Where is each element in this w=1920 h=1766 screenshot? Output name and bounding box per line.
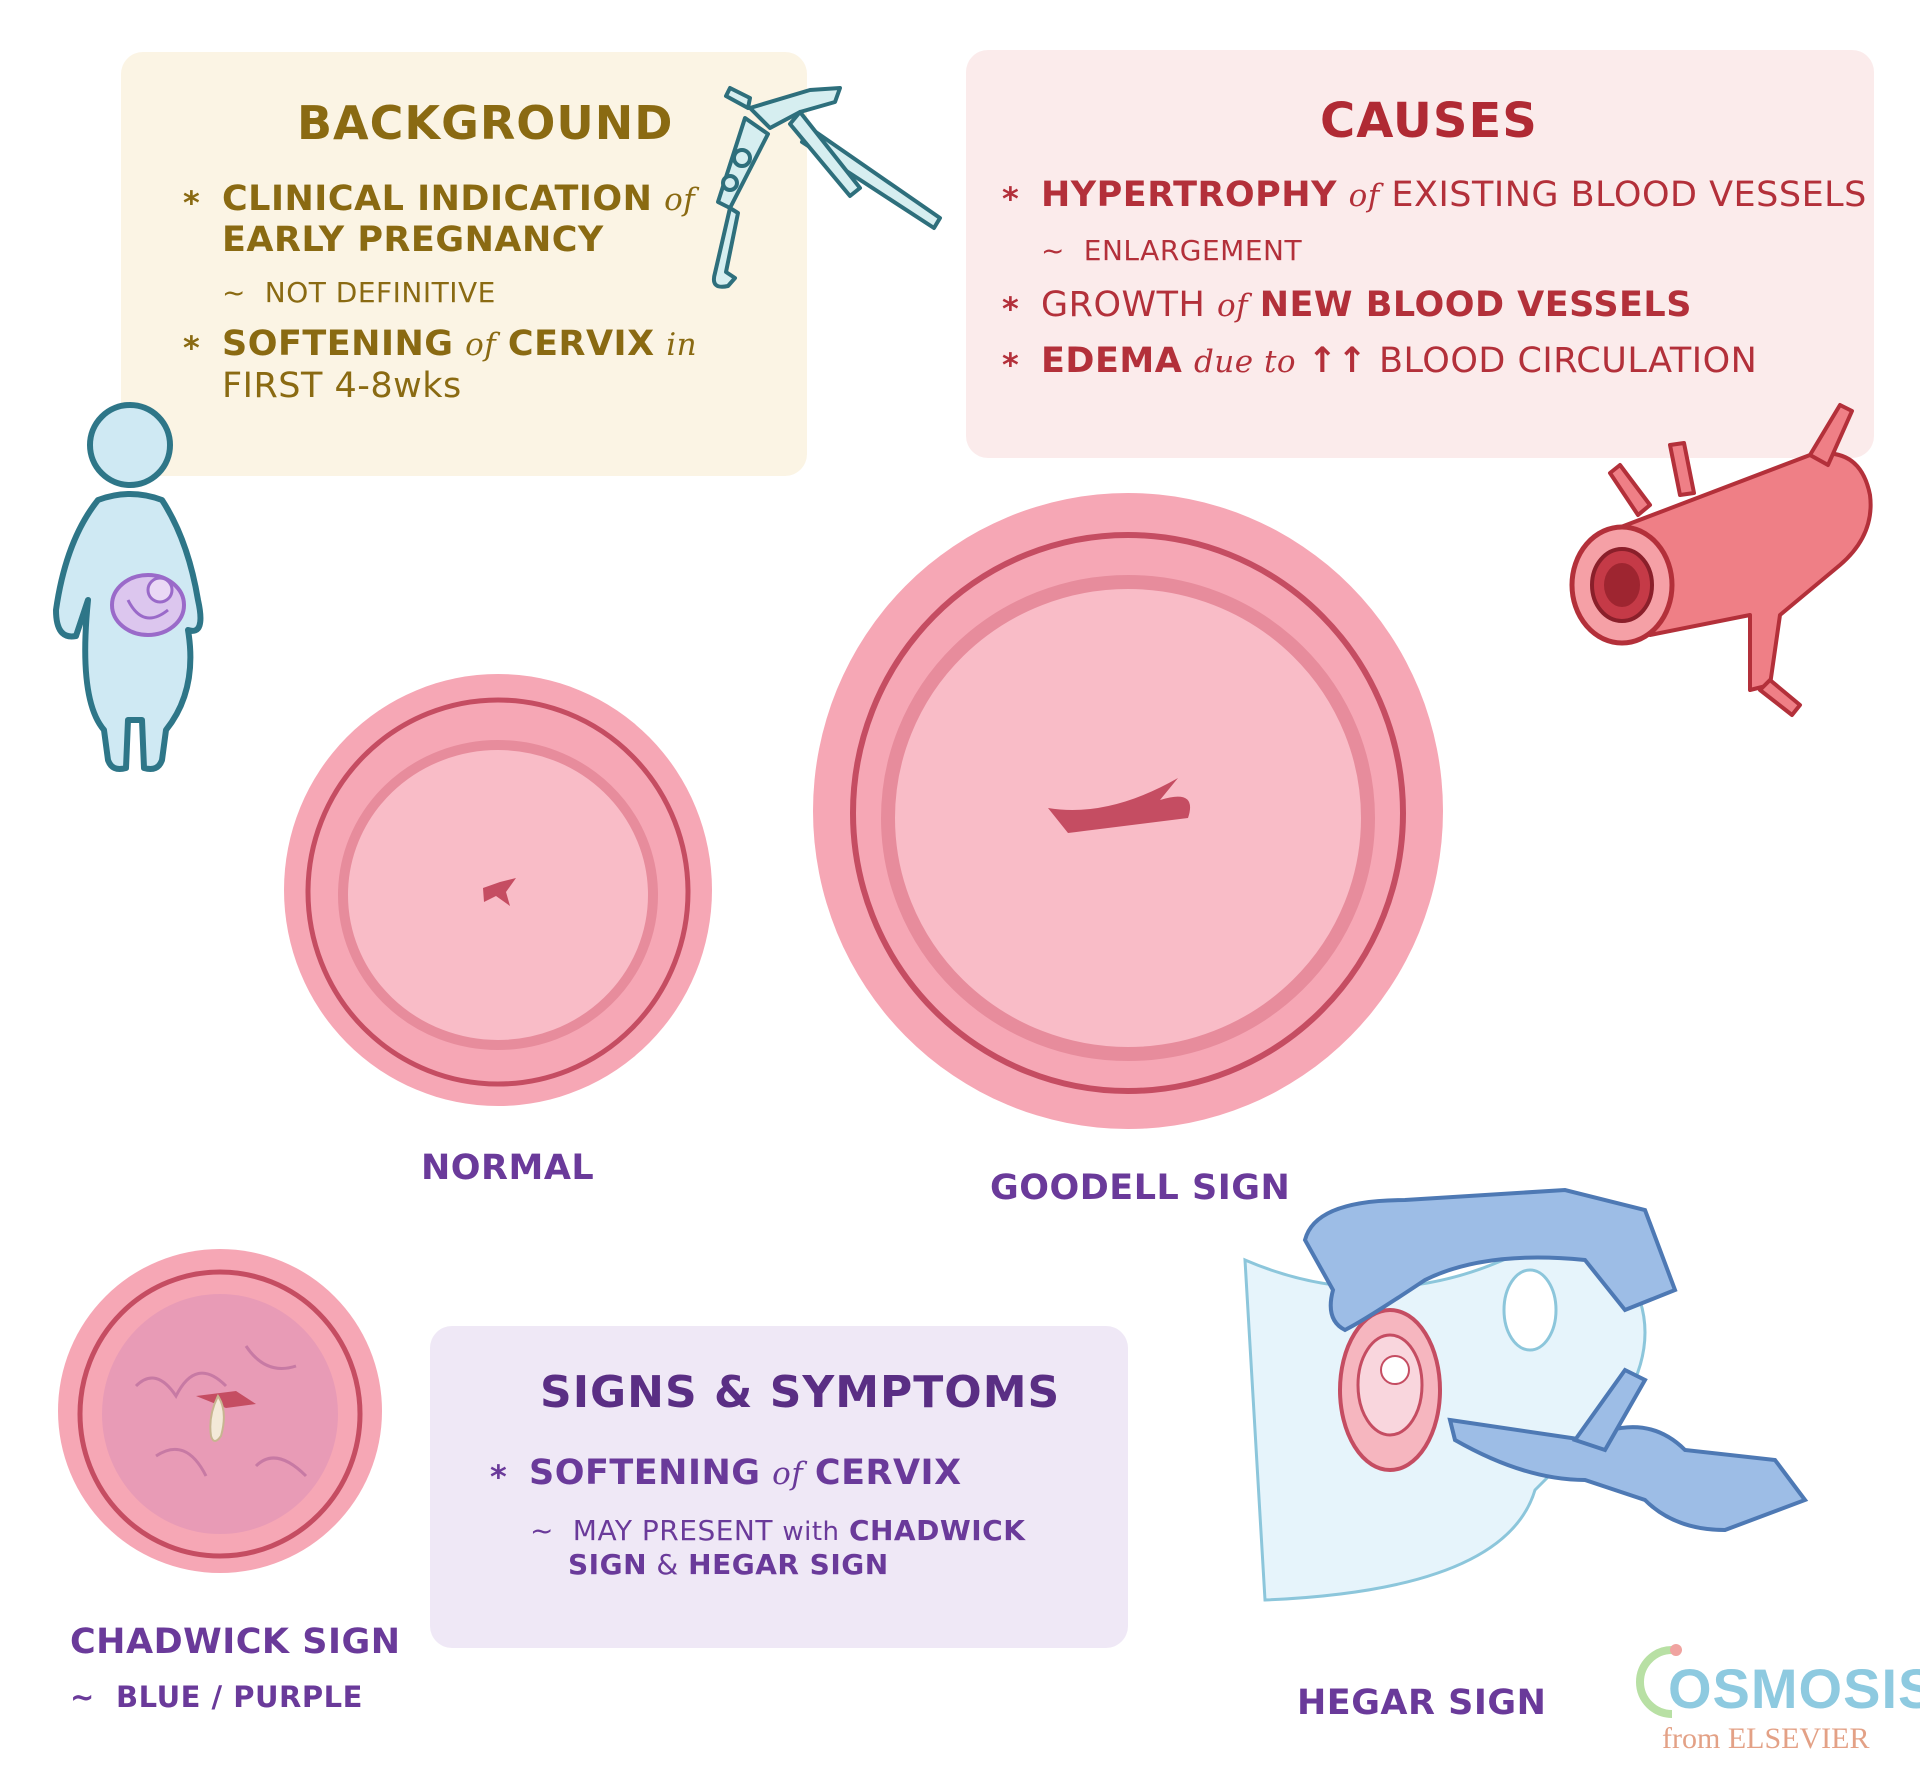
background-item-2-bold2: CERVIX: [507, 324, 655, 364]
background-item-1-line2: EARLY PREGNANCY: [222, 220, 604, 260]
tilde: ~: [222, 276, 246, 309]
signs-panel: [430, 1326, 1128, 1648]
speculum-icon: [711, 86, 942, 289]
signs-sub-amp: &: [656, 1548, 679, 1581]
background-title: BACKGROUND: [297, 96, 674, 150]
background-item-1-sub-text: NOT DEFINITIVE: [264, 276, 496, 309]
chadwick-cervix-icon: [58, 1249, 382, 1573]
tilde: ~: [1041, 234, 1065, 267]
signs-sub-b: CHADWICK: [848, 1514, 1026, 1547]
signs-item-1-bold: SOFTENING: [529, 1453, 761, 1493]
bullet-star: *: [490, 1458, 507, 1496]
signs-item-1: SOFTENING of CERVIX: [529, 1452, 962, 1495]
bullet-star: *: [1002, 290, 1019, 328]
normal-cervix-icon: [284, 674, 712, 1106]
blood-vessel-icon: [1569, 403, 1873, 717]
background-item-2-of: of: [465, 327, 497, 363]
signs-item-1-sub: ~ MAY PRESENT with CHADWICK: [530, 1514, 1025, 1547]
goodell-label: GOODELL SIGN: [990, 1168, 1291, 1208]
bullet-star: *: [1002, 180, 1019, 218]
causes-item-2-a: GROWTH: [1041, 285, 1206, 325]
bullet-star: *: [183, 329, 200, 367]
osmosis-logo-icon: [1636, 1644, 1682, 1718]
signs-title: SIGNS & SYMPTOMS: [540, 1367, 1061, 1418]
pregnant-figure-icon: [53, 402, 204, 772]
background-item-2-line2: FIRST 4-8wks: [222, 366, 462, 406]
causes-item-2: GROWTH of NEW BLOOD VESSELS: [1041, 284, 1692, 327]
causes-item-1-sub: ~ ENLARGEMENT: [1041, 234, 1302, 267]
signs-item-1-of: of: [772, 1456, 804, 1492]
causes-title: CAUSES: [1320, 93, 1538, 149]
causes-item-3: EDEMA due to ↑↑ BLOOD CIRCULATION: [1041, 340, 1757, 383]
signs-sub-d: HEGAR SIGN: [688, 1548, 889, 1581]
tilde: ~: [530, 1514, 554, 1547]
background-item-2-in: in: [666, 327, 698, 363]
chadwick-sub: ~ BLUE / PURPLE: [70, 1680, 363, 1714]
normal-label: NORMAL: [421, 1148, 595, 1188]
hegar-exam-icon: [1243, 1187, 1809, 1602]
causes-item-1: HYPERTROPHY of EXISTING BLOOD VESSELS: [1041, 174, 1867, 217]
causes-item-1-rest: EXISTING BLOOD VESSELS: [1391, 175, 1867, 215]
causes-item-3-due: due to: [1193, 344, 1297, 380]
chadwick-label: CHADWICK SIGN: [70, 1622, 401, 1662]
background-item-2-bold: SOFTENING: [222, 324, 454, 364]
signs-sub-a: MAY PRESENT: [572, 1514, 773, 1547]
causes-item-3-rest: BLOOD CIRCULATION: [1379, 341, 1758, 381]
hegar-label: HEGAR SIGN: [1297, 1683, 1547, 1723]
bullet-star: *: [1002, 346, 1019, 384]
background-item-1: CLINICAL INDICATION of: [222, 178, 695, 221]
background-item-1-of: of: [664, 182, 696, 218]
background-panel: [121, 52, 807, 476]
signs-item-1-bold2: CERVIX: [814, 1453, 962, 1493]
background-item-1-sub: ~ NOT DEFINITIVE: [222, 276, 496, 309]
tilde: ~: [70, 1680, 95, 1714]
background-item-1-bold: CLINICAL INDICATION: [222, 179, 653, 219]
causes-panel: [966, 50, 1874, 458]
causes-item-3-bold: EDEMA: [1041, 341, 1183, 381]
signs-item-1-sub-line2: SIGN & HEGAR SIGN: [568, 1548, 889, 1581]
causes-item-1-of: of: [1348, 178, 1380, 214]
causes-item-1-sub-text: ENLARGEMENT: [1083, 234, 1303, 267]
causes-item-1-bold: HYPERTROPHY: [1041, 175, 1337, 215]
up-arrows-icon: ↑↑: [1307, 341, 1368, 381]
causes-item-2-of: of: [1216, 288, 1249, 324]
bullet-star: *: [183, 184, 200, 222]
signs-sub-with: with: [782, 1517, 840, 1547]
osmosis-logo-from: from ELSEVIER: [1662, 1722, 1870, 1755]
chadwick-sub-text: BLUE / PURPLE: [116, 1680, 363, 1714]
signs-sub-c: SIGN: [568, 1548, 647, 1581]
causes-item-2-bold: NEW BLOOD VESSELS: [1259, 285, 1692, 325]
osmosis-logo-word: OSMOSIS: [1668, 1657, 1920, 1720]
background-item-2: SOFTENING of CERVIX in: [222, 323, 697, 366]
goodell-cervix-icon: [813, 493, 1443, 1129]
